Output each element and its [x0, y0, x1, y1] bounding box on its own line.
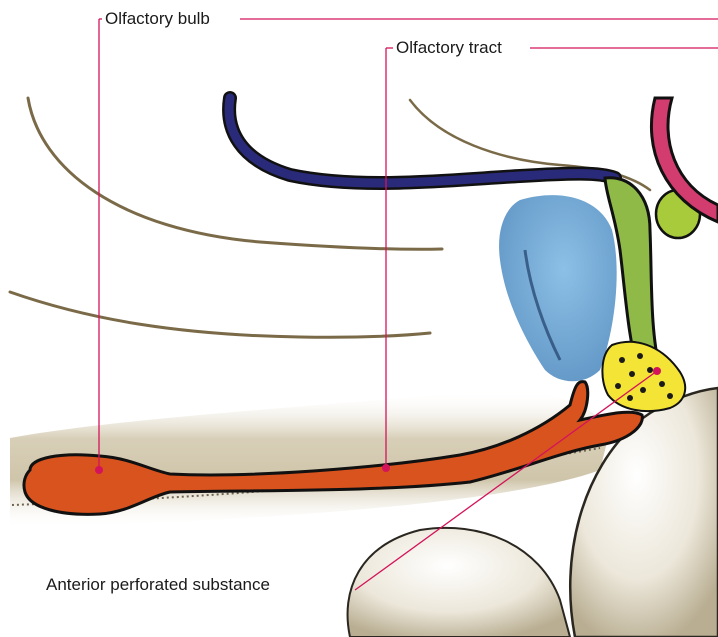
anterior-perforated-substance-label: Anterior perforated substance — [43, 575, 273, 595]
olfactory-bulb-label: Olfactory bulb — [102, 9, 213, 29]
leader-olfactory-bulb-dot — [95, 466, 103, 474]
cortical-curve-2 — [10, 292, 430, 337]
leader-anterior-perforated-substance-dot — [653, 367, 661, 375]
leader-olfactory-tract-dot — [382, 464, 390, 472]
dark-blue-band-fill — [229, 98, 615, 183]
lower-left-bump — [348, 528, 570, 637]
yellow-region — [602, 342, 685, 411]
olfactory-tract-label: Olfactory tract — [393, 38, 505, 58]
